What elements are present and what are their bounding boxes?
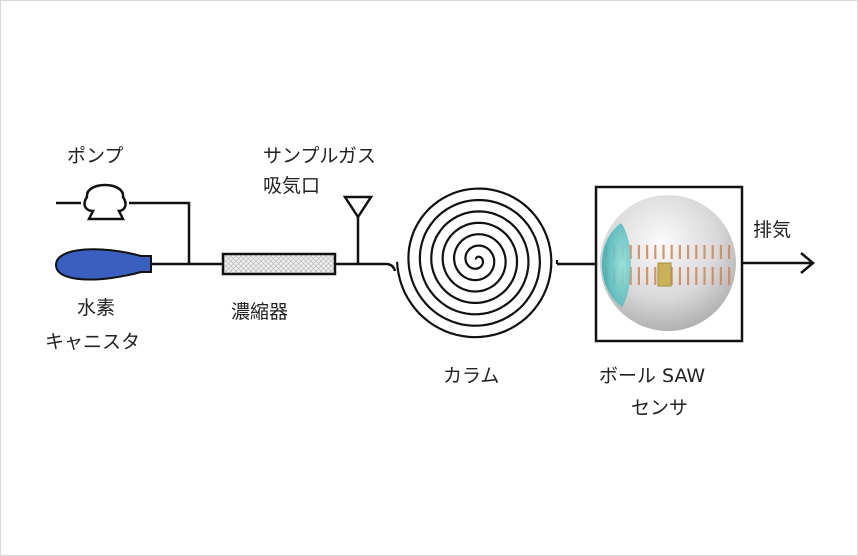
electrode-finger (629, 245, 632, 259)
main-pipe (151, 262, 397, 272)
electrode-finger (687, 245, 690, 259)
sample-gas-label: サンプルガス (263, 145, 376, 167)
exhaust-arrow (742, 252, 815, 274)
pump-outlet-pipe (129, 201, 191, 264)
sensor-label: ボール SAW (599, 365, 706, 387)
electrode-finger (711, 245, 714, 259)
electrode-finger (637, 245, 640, 259)
canister-label: キャニスタ (45, 331, 141, 353)
electrode-finger (703, 267, 706, 285)
electrode-finger (728, 267, 731, 285)
electrode-finger (687, 267, 690, 285)
electrode-finger (728, 245, 731, 259)
electrode-finger (678, 267, 681, 285)
sensor-lens-icon (601, 223, 631, 307)
concentrator-icon (221, 252, 337, 276)
electrode-finger (637, 267, 640, 285)
electrode-finger (678, 245, 681, 259)
electrode-finger (695, 267, 698, 285)
electrode-finger (662, 245, 665, 259)
electrode-finger (703, 245, 706, 259)
concentrator-label: 濃縮器 (231, 301, 289, 323)
column-spiral-icon (396, 187, 559, 339)
exhaust-label: 排気 (753, 219, 792, 241)
electrode-finger (670, 267, 673, 285)
electrode-finger (646, 245, 649, 259)
electrode-finger (646, 267, 649, 285)
electrode-finger (719, 245, 722, 259)
electrode-finger (654, 267, 657, 285)
electrode-finger (711, 267, 714, 285)
sensor-label-2: センサ (631, 397, 689, 419)
hydrogen-label: 水素 (77, 297, 116, 319)
pump-icon (83, 183, 127, 221)
electrode-finger (670, 245, 673, 259)
column-label: カラム (443, 365, 500, 387)
sensor-chip (657, 262, 672, 287)
sample-gas-inlet-label: 吸気口 (263, 175, 321, 197)
electrode-finger (629, 267, 632, 285)
electrode-finger (654, 245, 657, 259)
sample-inlet-funnel (342, 195, 374, 220)
pump-label: ポンプ (67, 145, 124, 167)
electrode-finger (719, 267, 722, 285)
electrode-finger (695, 245, 698, 259)
hydrogen-canister-icon (54, 248, 152, 281)
